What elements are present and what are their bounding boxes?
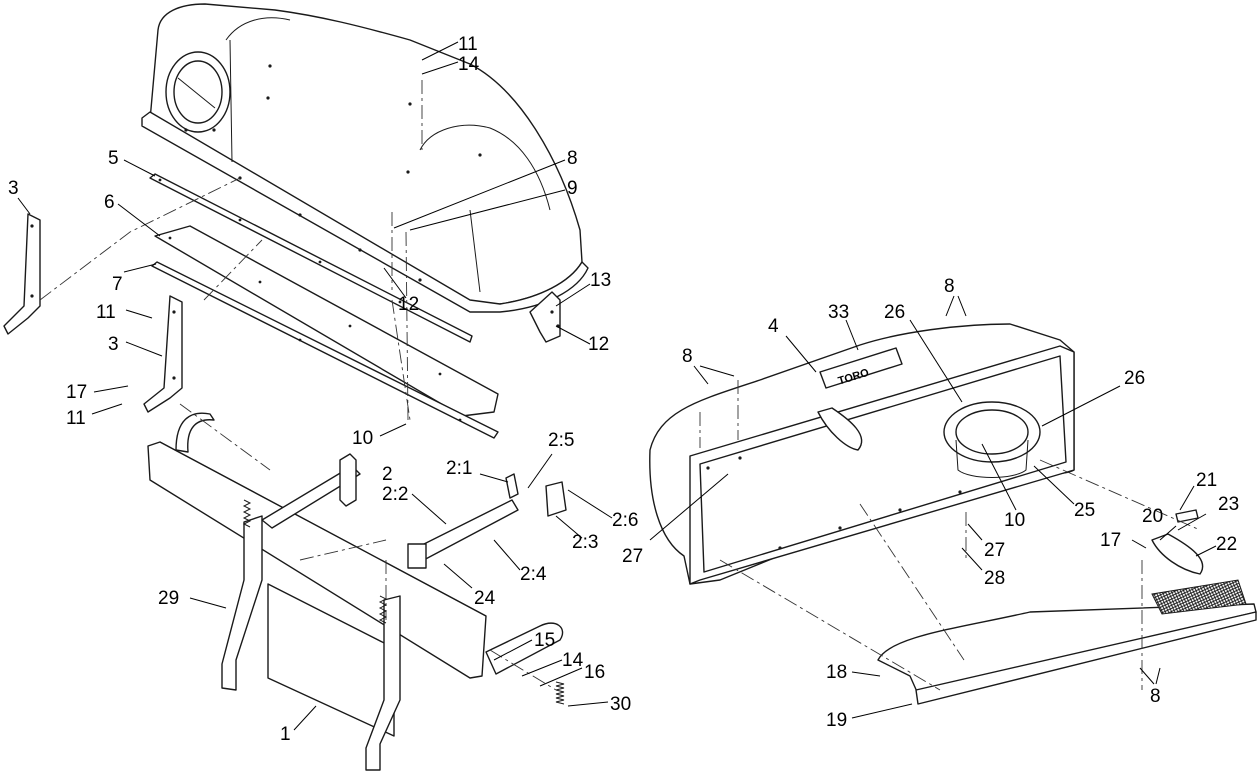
callout-23: 23 xyxy=(1218,494,1239,515)
callout-26: 26 xyxy=(884,302,905,323)
callout-5: 5 xyxy=(108,148,119,169)
callout-8: 8 xyxy=(944,276,955,297)
side-bracket-upper xyxy=(3,213,41,335)
callout-12: 12 xyxy=(588,334,609,355)
callout-18: 18 xyxy=(826,662,847,683)
callout-14: 14 xyxy=(458,54,480,75)
callout-28: 28 xyxy=(984,568,1005,589)
mesh-screen xyxy=(1151,579,1247,615)
callout-8: 8 xyxy=(1150,686,1161,707)
handle-right xyxy=(485,622,564,675)
callout-17: 17 xyxy=(66,382,87,403)
callout-11: 11 xyxy=(96,302,116,323)
callout-10: 10 xyxy=(352,428,373,449)
callout-24: 24 xyxy=(474,588,496,609)
callout-2-2: 2:2 xyxy=(382,484,408,505)
handle-left xyxy=(175,412,215,453)
leader-lines xyxy=(17,41,1217,731)
callout-26: 26 xyxy=(1124,368,1145,389)
callout-17: 17 xyxy=(1100,530,1121,551)
callout-29: 29 xyxy=(158,588,179,609)
callout-11: 11 xyxy=(458,34,478,55)
callout-19: 19 xyxy=(826,710,847,731)
callout-1: 1 xyxy=(280,724,291,745)
side-bracket-lower xyxy=(143,295,183,413)
callout-21: 21 xyxy=(1196,470,1217,491)
emblem-plate xyxy=(819,347,903,389)
callout-33: 33 xyxy=(828,302,849,323)
callout-6: 6 xyxy=(104,192,115,213)
callout-4: 4 xyxy=(768,316,779,337)
callout-10: 10 xyxy=(1004,510,1025,531)
callout-3: 3 xyxy=(108,334,119,355)
callout-labels: 11 14 8 9 5 3 6 7 12 13 12 11 3 17 11 10… xyxy=(8,34,1239,745)
callout-8: 8 xyxy=(682,346,693,367)
strip-6 xyxy=(154,225,499,417)
deck-housing: TORO xyxy=(649,323,1075,585)
callout-27: 27 xyxy=(984,540,1005,561)
discharge-panel xyxy=(877,579,1257,705)
callout-20: 20 xyxy=(1142,506,1163,527)
callout-2: 2 xyxy=(382,464,393,485)
callout-8: 8 xyxy=(567,148,578,169)
callout-2-3: 2:3 xyxy=(572,532,598,553)
assembly-center-lines xyxy=(39,80,1201,691)
callout-2-6: 2:6 xyxy=(612,510,638,531)
callout-27: 27 xyxy=(622,546,643,567)
upper-housing xyxy=(141,3,589,343)
callout-12: 12 xyxy=(398,294,419,315)
callout-2-4: 2:4 xyxy=(520,564,547,585)
callout-2-1: 2:1 xyxy=(446,458,472,479)
callout-15: 15 xyxy=(534,630,555,651)
axle-assembly xyxy=(261,453,567,569)
callout-22: 22 xyxy=(1216,534,1237,555)
housing-holes xyxy=(184,64,560,328)
callout-9: 9 xyxy=(567,178,578,199)
callout-13: 13 xyxy=(590,270,611,291)
callout-30: 30 xyxy=(610,694,631,715)
callout-14: 14 xyxy=(562,650,584,671)
callout-11: 11 xyxy=(66,408,86,429)
strip-7 xyxy=(151,261,499,439)
callout-2-5: 2:5 xyxy=(548,430,574,451)
callout-7: 7 xyxy=(112,274,123,295)
front-frame xyxy=(147,412,565,771)
callout-3: 3 xyxy=(8,178,19,199)
rear-bracket xyxy=(529,291,561,343)
deflector-22 xyxy=(1151,509,1204,575)
callout-16: 16 xyxy=(584,662,605,683)
callout-25: 25 xyxy=(1074,500,1095,521)
